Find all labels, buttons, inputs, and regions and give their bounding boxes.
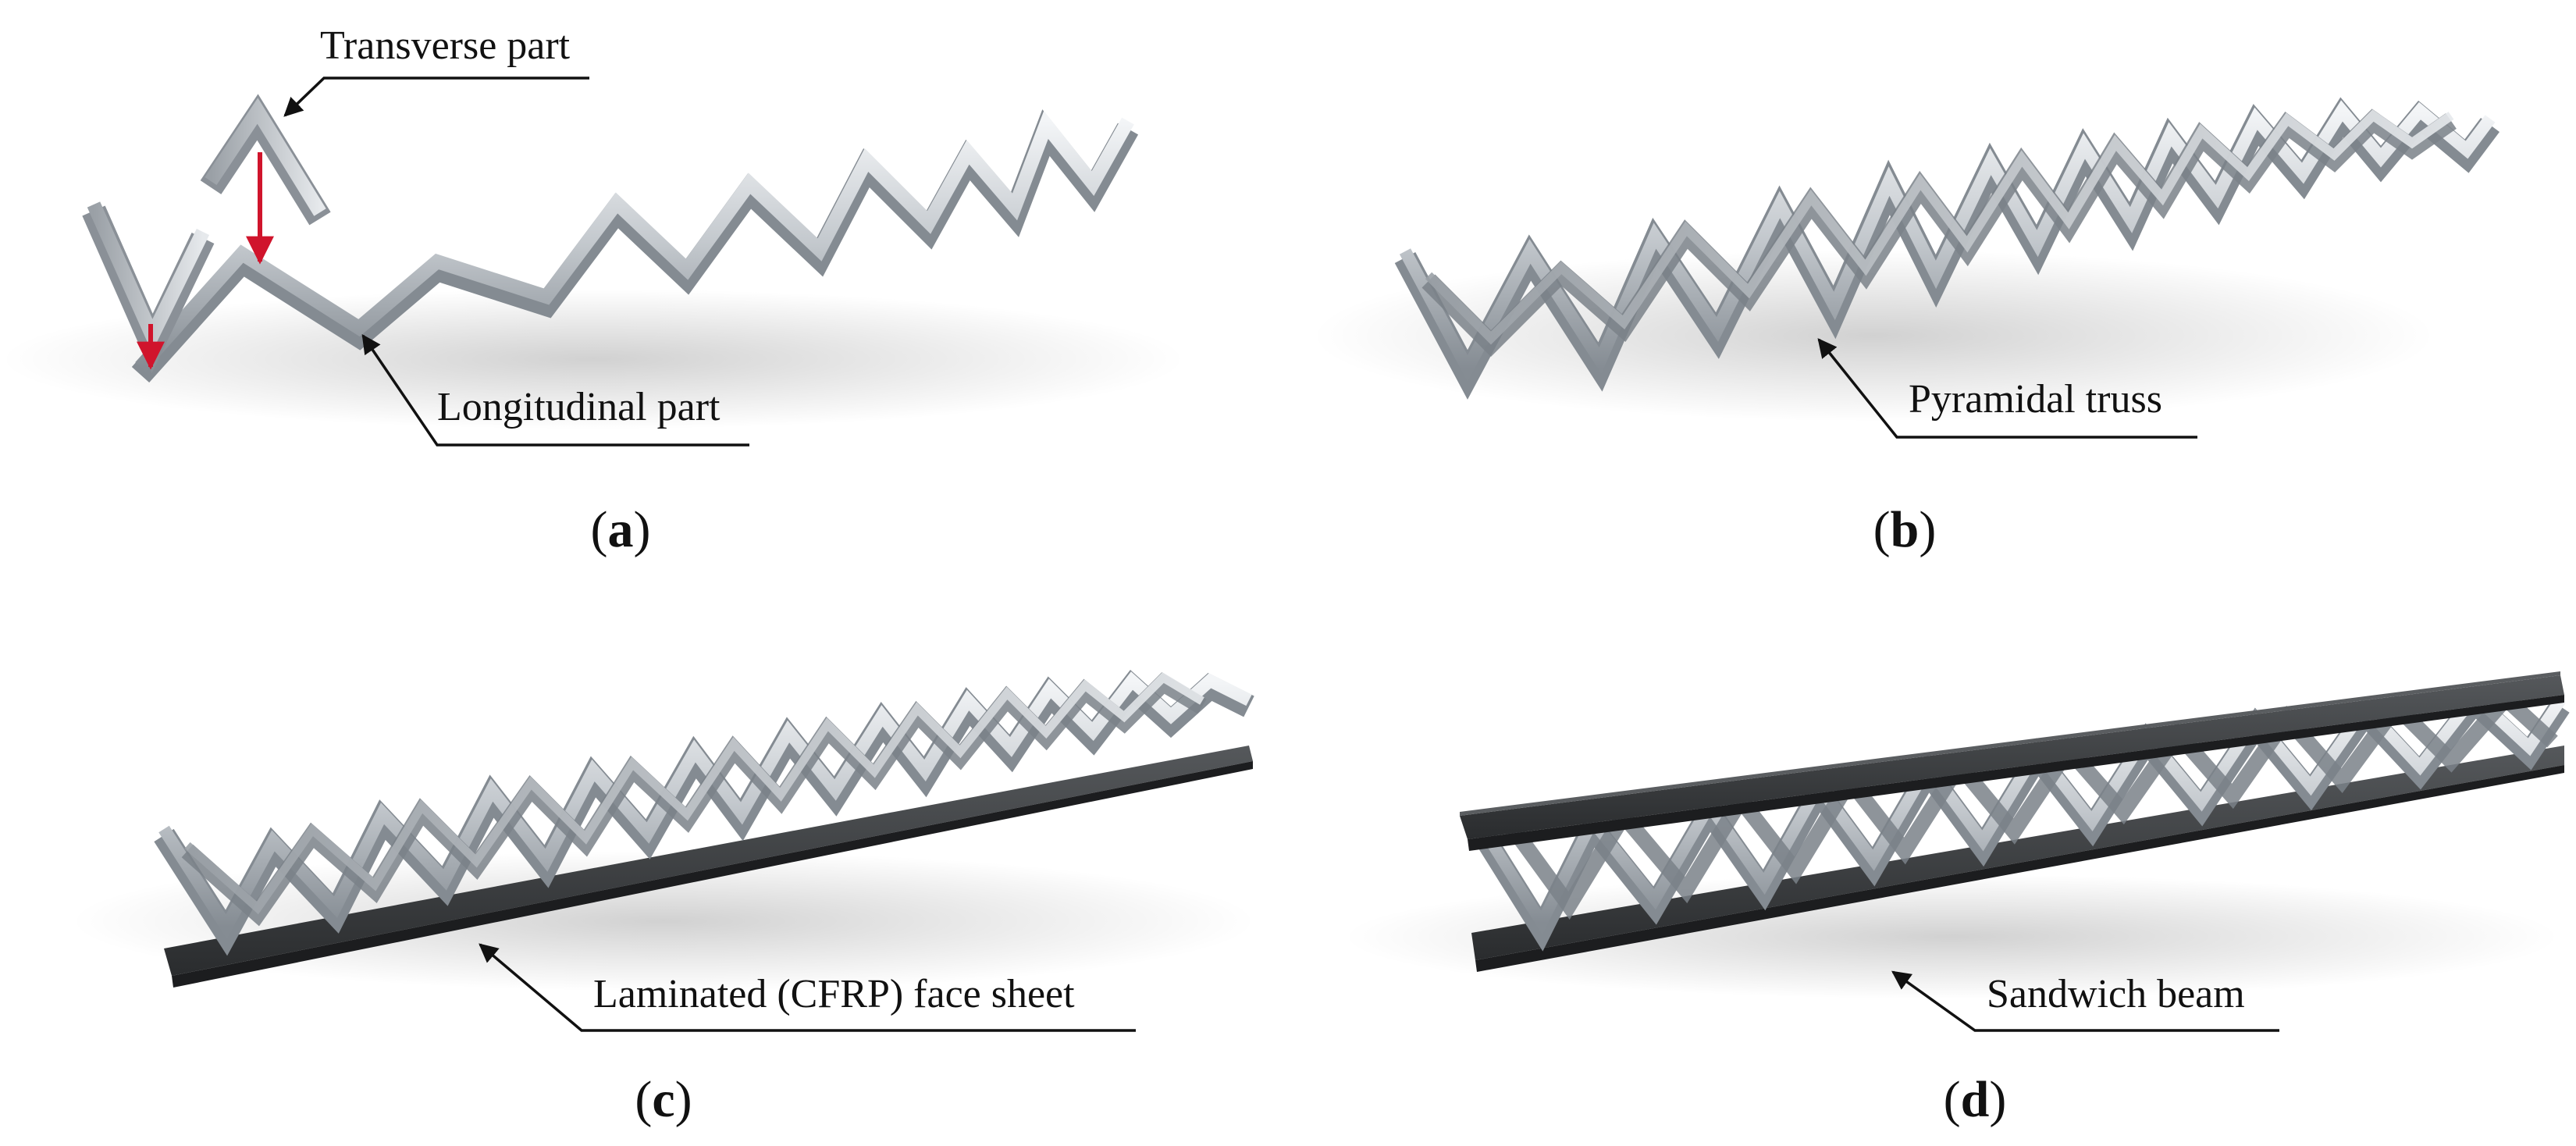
face-sheet-edge <box>172 761 1253 988</box>
top-face-sheet-edge <box>1468 695 2564 851</box>
truss-on-sheet <box>154 670 1254 956</box>
leader-arrow <box>1817 338 2197 439</box>
leader-arrow <box>361 333 749 447</box>
bottom-face-sheet <box>1471 746 2564 960</box>
callout-transverse-part: Transverse part <box>320 23 571 68</box>
pyramidal-truss-shape <box>1394 97 2500 400</box>
panel-caption-c: (c) <box>635 1071 692 1128</box>
callout-sandwich-beam: Sandwich beam <box>1987 972 2245 1016</box>
callout-face-sheet: Laminated (CFRP) face sheet <box>593 972 1075 1016</box>
leader-arrow <box>1891 970 2279 1032</box>
shadow <box>0 289 1187 429</box>
face-sheet-shape <box>164 746 1253 976</box>
panel-a: Transverse part Longitudinal part (a) <box>0 23 1187 558</box>
panel-c: Laminated (CFRP) face sheet (c) <box>70 670 1257 1128</box>
leader-arrow <box>479 943 1136 1032</box>
panel-caption-b: (b) <box>1873 501 1937 558</box>
callout-pyramidal-truss: Pyramidal truss <box>1909 377 2162 422</box>
panel-caption-d: (d) <box>1944 1071 2007 1128</box>
leader-arrow <box>283 77 589 117</box>
longitudinal-part-highlight <box>135 111 1134 372</box>
panel-b: Pyramidal truss (b) <box>1311 97 2500 558</box>
panel-caption-a: (a) <box>591 501 651 558</box>
panel-d: Sandwich beam (d) <box>1343 671 2570 1128</box>
top-face-sheet-surface <box>1460 671 2560 816</box>
transverse-part-floating-highlight <box>205 98 326 216</box>
callout-longitudinal-part: Longitudinal part <box>437 385 720 429</box>
bottom-face-sheet-edge <box>1475 765 2564 972</box>
top-face-sheet <box>1460 675 2564 839</box>
